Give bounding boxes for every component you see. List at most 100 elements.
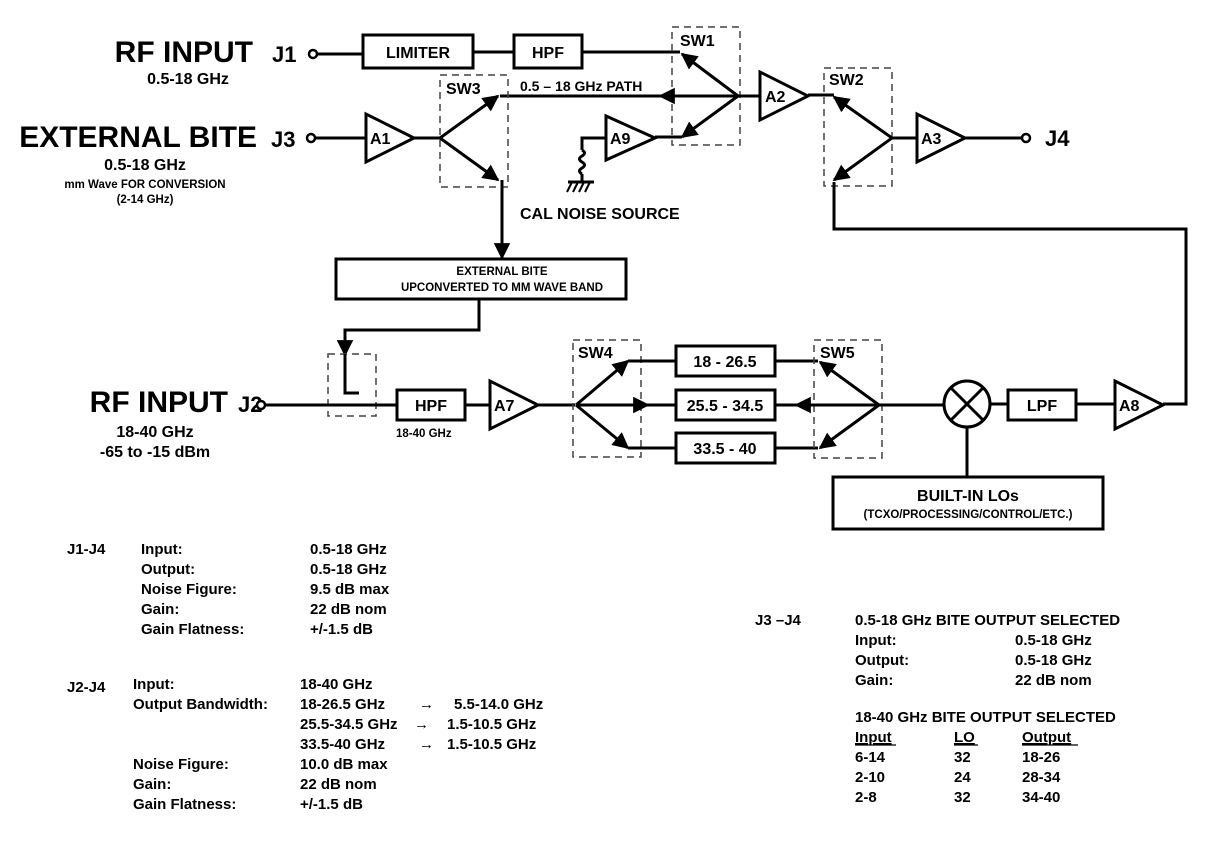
j3-note2: (2-14 GHz) [117,194,174,206]
spec-key: Noise Figure: [133,756,229,773]
coupler-boundary [327,353,377,417]
spec-value: 18-40 GHz [300,676,373,693]
filter2-label: 25.5 - 34.5 [687,398,764,415]
spec-id: J2-J4 [67,679,106,696]
path-label: 0.5 – 18 GHz PATH [520,78,642,94]
a7-amplifier [488,378,542,432]
sw2-arrow-down [832,136,893,182]
j4-terminal[interactable] [1020,132,1032,144]
hpf2-block [395,388,467,422]
los-line2: (TCXO/PROCESSING/CONTROL/ETC.) [864,509,1073,521]
j3-terminal[interactable] [305,132,317,144]
built-in-los-block [831,475,1105,531]
j1-port: J1 [272,42,296,67]
spec-key: Input: [141,541,183,558]
table-cell: 28-34 [1022,769,1061,786]
a1-amplifier [364,111,418,165]
bw-in: 33.5-40 GHz [300,736,385,753]
spec-key: Output Bandwidth: [133,696,268,713]
a7-label: A7 [494,398,515,415]
j3-freq: 0.5-18 GHz [104,157,186,174]
spec-value: 22 dB nom [1015,672,1092,689]
hpf1-label: HPF [532,45,564,62]
spec-value: 22 dB nom [310,601,387,618]
spec-value: +/-1.5 dB [300,796,363,813]
return-wire [832,182,1188,406]
spec-value: 0.5-18 GHz [1015,632,1092,649]
filter-33-5-40 [674,431,777,465]
j1-title: RF INPUT [115,36,253,69]
bw-in: 18-26.5 GHz [300,696,385,713]
spec-j2-j4: J2-J4 Input: 18-40 GHz Output Bandwidth:… [67,676,543,813]
filter1-label: 18 - 26.5 [693,354,756,371]
bw-in: 25.5-34.5 GHz [300,716,398,733]
bw-out: 5.5-14.0 GHz [454,696,543,713]
j2-freq: 18-40 GHz [116,424,193,441]
spec-key: Input: [133,676,175,693]
j2-power: -65 to -15 dBm [100,444,210,461]
spec-value: 22 dB nom [300,776,377,793]
sw4-arrow-up [575,359,630,407]
sw3-arrow-down [439,136,500,182]
spec-key: Output: [141,561,195,578]
sw1-arrow-up [680,52,739,98]
table-cell: 24 [954,769,971,786]
sw3-label: SW3 [446,81,481,98]
filter-25-5-34-5 [674,388,777,422]
resistor-icon [578,148,586,176]
coupler-line [343,354,359,395]
j2-title: RF INPUT [90,386,228,419]
a8-label: A8 [1119,398,1140,415]
sw4-label: SW4 [578,345,613,362]
spec-value: 0.5-18 GHz [310,561,387,578]
j2-terminal[interactable] [255,399,267,411]
a3-label: A3 [921,131,942,148]
spec-heading-2: 18-40 GHz BITE OUTPUT SELECTED [855,709,1116,726]
sw2-label: SW2 [829,72,864,89]
sw4-arrow-down [575,403,630,450]
hpf2-label: HPF [415,398,447,415]
limiter-label: LIMITER [386,45,450,62]
col-header-input: Input [855,729,892,746]
col-header-lo: LO [954,729,975,746]
col-header-output: Output [1022,729,1071,746]
bite-upconverter-block [334,257,628,301]
sw1-boundary [671,26,741,146]
spec-key: Gain: [855,672,893,689]
spec-key: Gain: [141,601,179,618]
a2-label: A2 [765,89,786,106]
cal-noise-label: CAL NOISE SOURCE [520,206,680,223]
sw1-label: SW1 [680,33,715,50]
bite-up-line1: EXTERNAL BITE [456,266,547,278]
spec-value: +/-1.5 dB [310,621,373,638]
table-cell: 34-40 [1022,789,1060,806]
j1-freq: 0.5-18 GHz [147,71,229,88]
limiter-block [361,33,475,70]
table-cell: 18-26 [1022,749,1060,766]
spec-heading-1: 0.5-18 GHz BITE OUTPUT SELECTED [855,612,1120,629]
spec-j1-j4: J1-J4 Input: 0.5-18 GHz Output: 0.5-18 G… [67,541,390,638]
bw-out: 1.5-10.5 GHz [447,736,536,753]
lpf-label: LPF [1027,398,1057,415]
sw5-label: SW5 [820,345,855,362]
bite-up-line2: UPCONVERTED TO MM WAVE BAND [401,282,603,294]
spec-j3-j4: J3 –J4 0.5-18 GHz BITE OUTPUT SELECTED I… [755,612,1120,806]
spec-key: Input: [855,632,897,649]
spec-key: Gain Flatness: [141,621,244,638]
j3-note1: mm Wave FOR CONVERSION [64,179,225,191]
ground-icon [566,180,594,193]
table-cell: 32 [954,749,971,766]
arrow-right-icon: → [419,736,434,753]
sw5-arrow-down [818,403,880,450]
spec-value: 0.5-18 GHz [1015,652,1092,669]
j4-port: J4 [1045,126,1070,151]
bite-coupler-wire [336,299,481,357]
spec-key: Output: [855,652,909,669]
sw3-arrow-up [439,94,500,140]
sw3-boundary [439,74,509,188]
j1-terminal[interactable] [307,48,319,60]
arrow-right-icon: → [419,696,434,713]
wire [580,136,606,150]
spec-value: 0.5-18 GHz [310,541,387,558]
